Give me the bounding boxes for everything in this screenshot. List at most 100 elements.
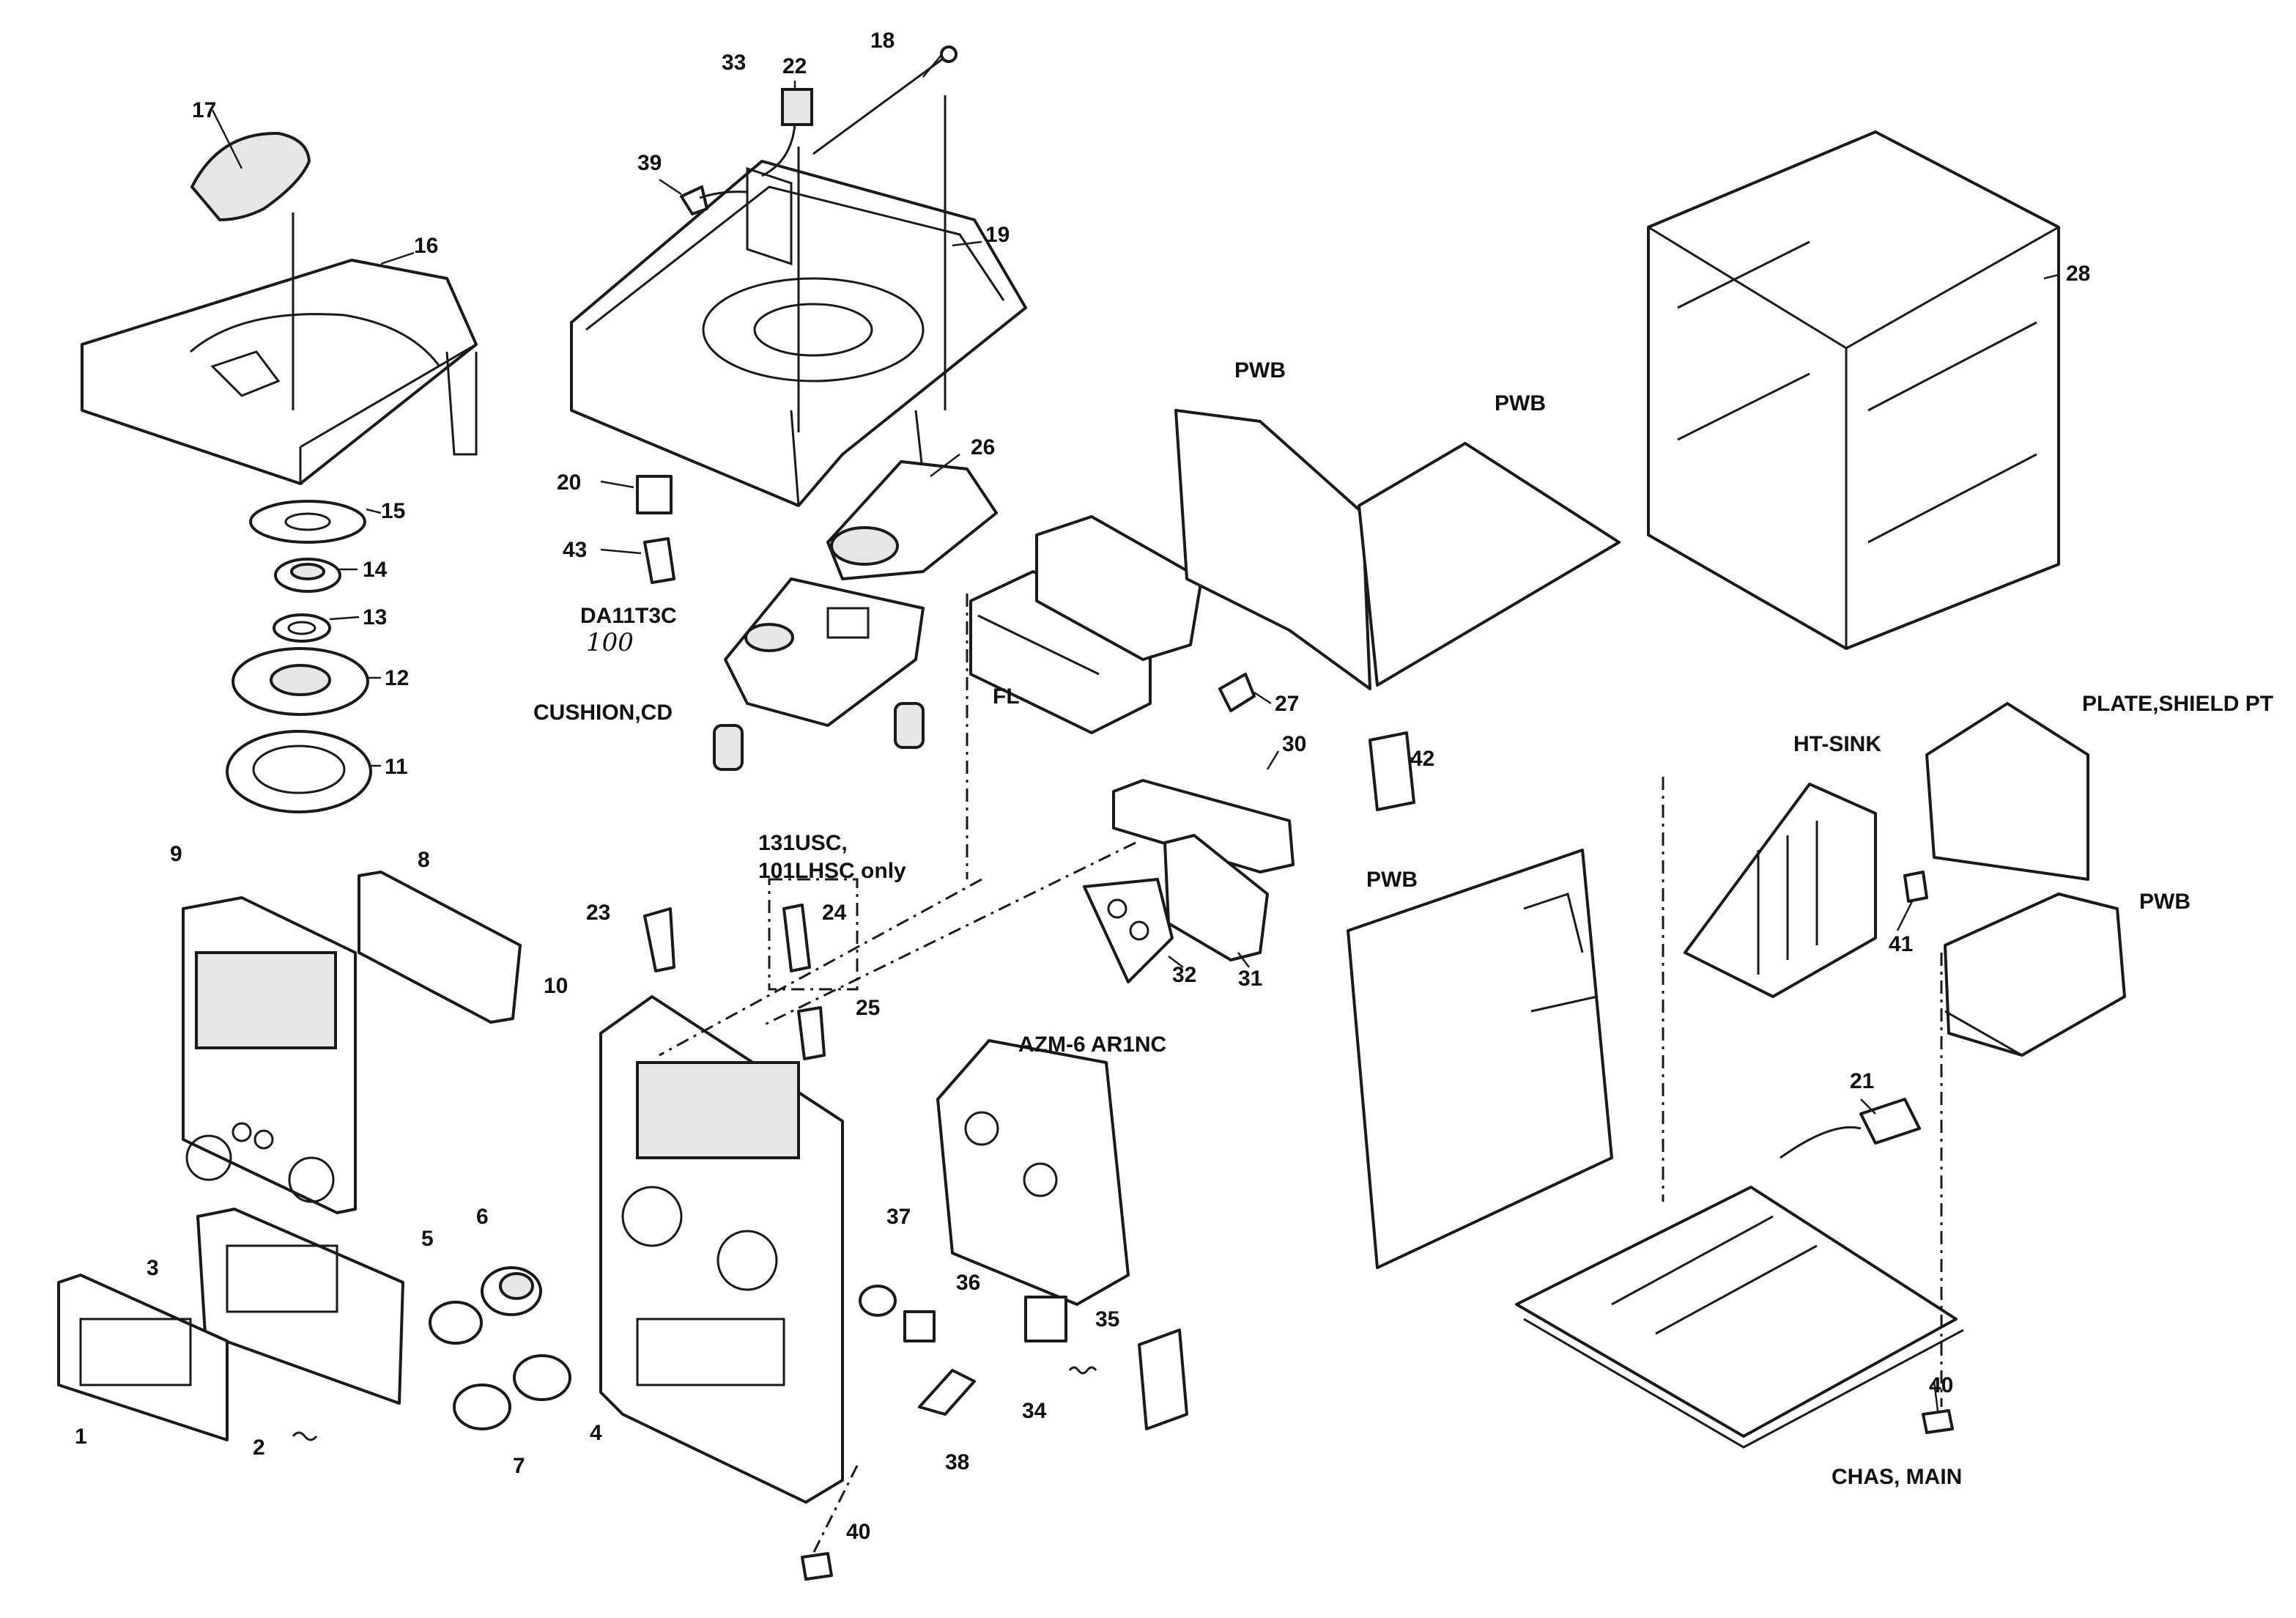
label-28: 28 (2066, 262, 2090, 286)
label-13: 13 (363, 605, 387, 629)
part-5-knob (429, 1301, 483, 1345)
label-2: 2 (253, 1436, 265, 1460)
part-15-turntable (249, 500, 366, 544)
label-cushion-cd: CUSHION,CD (533, 701, 673, 725)
part-da11t3c-cd-mech (724, 577, 925, 727)
part-labels: 17 16 15 14 13 12 11 33 22 18 39 19 20 4… (75, 29, 2273, 1544)
label-6: 6 (476, 1205, 489, 1229)
label-16: 16 (414, 234, 438, 258)
leader-lines (211, 54, 2059, 1411)
part-9-front-panel (182, 896, 357, 1214)
label-5: 5 (421, 1227, 434, 1251)
part-chassis-main (1515, 1186, 1964, 1449)
label-23: 23 (586, 901, 610, 925)
label-4: 4 (590, 1421, 602, 1445)
part-43-bracket (643, 537, 675, 584)
part-21-power-cord (1780, 1098, 1921, 1159)
part-1-window-panel (57, 1274, 229, 1441)
label-pwb-2: PWB (1495, 391, 1546, 415)
label-15: 15 (381, 499, 405, 523)
part-38-lever (918, 1369, 976, 1416)
label-3: 3 (147, 1256, 159, 1280)
label-pwb-3: PWB (1366, 868, 1418, 892)
part-26-cover (826, 460, 998, 580)
part-30-button-strip (1112, 779, 1295, 873)
part-39-clip (680, 185, 748, 215)
label-27: 27 (1275, 692, 1299, 716)
part-40-foot-left (801, 1552, 833, 1581)
part-8-window (358, 871, 522, 1024)
label-da11t3c-handwritten: 100 (586, 628, 634, 657)
part-28-cabinet (1647, 130, 2060, 650)
label-azm: AZM-6 AR1NC (1018, 1033, 1166, 1057)
part-16-top-cover (81, 259, 478, 486)
part-6-knob (481, 1266, 542, 1316)
part-14-bearing (274, 558, 341, 593)
part-10-front-cabinet (599, 995, 844, 1504)
label-11: 11 (385, 755, 408, 779)
label-32: 32 (1172, 963, 1196, 987)
label-24: 24 (822, 901, 847, 925)
part-24-lever (782, 904, 811, 972)
label-40-right: 40 (1929, 1373, 1953, 1397)
part-pwb-transformer (1944, 893, 2126, 1057)
label-31: 31 (1238, 967, 1262, 991)
part-13-washer (273, 613, 331, 643)
part-27-screw (1218, 673, 1256, 712)
label-pwb-1: PWB (1234, 358, 1286, 383)
label-note-line-1: 131USC, (758, 831, 848, 855)
label-41: 41 (1889, 932, 1913, 956)
label-note-line-2: 101LHSC only (758, 859, 906, 883)
label-10: 10 (544, 974, 568, 998)
part-pwb-front (1174, 409, 1371, 690)
label-26: 26 (971, 435, 995, 459)
part-bracket-right (1138, 1329, 1188, 1430)
label-21: 21 (1850, 1069, 1874, 1093)
part-41-clamp (1903, 871, 1928, 903)
part-17-lid-cap (190, 131, 311, 222)
part-37-gear (859, 1285, 897, 1317)
label-7: 7 (513, 1454, 525, 1478)
part-36-plate (903, 1310, 936, 1342)
label-42: 42 (1410, 747, 1434, 771)
label-19: 19 (985, 223, 1010, 247)
part-7-knob (453, 1384, 511, 1430)
label-30: 30 (1282, 732, 1306, 756)
label-pwb-4: PWB (2139, 890, 2191, 914)
label-37: 37 (886, 1205, 911, 1229)
part-fl-holder (1035, 515, 1203, 661)
label-chas-main: CHAS, MAIN (1832, 1465, 1962, 1489)
label-22: 22 (782, 54, 807, 78)
label-14: 14 (363, 558, 388, 582)
label-9: 9 (170, 842, 182, 866)
label-35: 35 (1095, 1307, 1119, 1331)
label-20: 20 (557, 470, 581, 495)
label-25: 25 (856, 996, 880, 1020)
label-ht-sink: HT-SINK (1793, 732, 1881, 756)
label-43: 43 (563, 538, 587, 562)
part-40-foot-right (1922, 1409, 1954, 1434)
part-23-lever (643, 907, 675, 972)
part-azm-cassette-mech (936, 1039, 1130, 1306)
label-36: 36 (956, 1271, 980, 1295)
part-32-rca-jacks (1083, 878, 1174, 983)
label-fl: FL (993, 684, 1020, 709)
part-18-pin (812, 45, 958, 155)
part-4-knob (513, 1354, 571, 1401)
label-18: 18 (870, 29, 895, 53)
part-plate-shield (1925, 702, 2089, 881)
label-plate-shield: PLATE,SHIELD PT (2082, 692, 2273, 716)
label-12: 12 (385, 666, 409, 690)
label-da11t3c: DA11T3C (580, 604, 677, 628)
part-3-tray-door (196, 1208, 404, 1405)
part-20-bracket (636, 475, 673, 514)
part-ht-sink (1684, 783, 1877, 998)
part-42-plate (1369, 731, 1415, 811)
label-33: 33 (722, 51, 746, 75)
label-38: 38 (945, 1450, 969, 1474)
label-1: 1 (75, 1425, 87, 1449)
label-17: 17 (192, 98, 216, 122)
cushion-cd (713, 702, 925, 771)
part-2-spring (292, 1431, 318, 1441)
